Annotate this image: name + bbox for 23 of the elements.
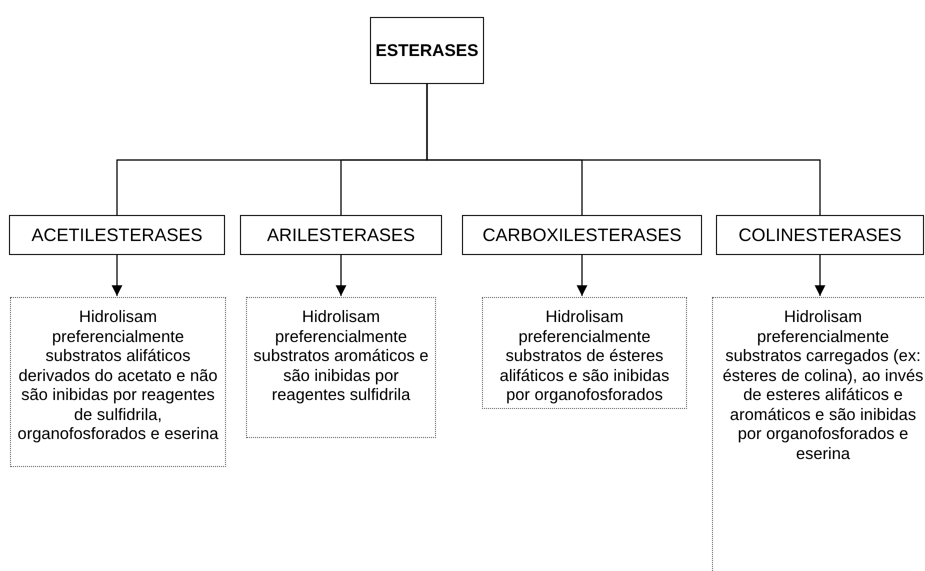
description-box — [246, 297, 436, 438]
category-box — [462, 215, 702, 255]
node-label: Hidrolisam preferencialmente substratos alifáticos derivados do acetato e não são inibidas por reagentes de sulfidrila, organofosforados e eserina — [17, 308, 219, 444]
arrow — [336, 255, 346, 296]
description-box — [482, 297, 687, 409]
node-label: Hidrolisam preferencialmente substratos aromáticos e são inibidas por reagentes sulfidrila — [253, 308, 429, 406]
category-box — [9, 215, 225, 255]
node-label: ESTERASES — [376, 40, 478, 60]
node-label: CARBOXILESTERASES — [482, 224, 682, 246]
arrow — [814, 255, 826, 296]
category-box — [716, 215, 924, 255]
category-box — [240, 215, 442, 255]
node-label: Hidrolisam preferencialmente substratos carregados (ex: ésteres de colina), ao invés de esteres alifáticos e aromáticos e são inibidas por organofosforados e eserina — [722, 308, 924, 464]
root-box — [370, 17, 484, 84]
node-label: Hidrolisam preferencialmente substratos de ésteres alifáticos e são inibidas por organofosforados — [498, 308, 670, 406]
tree-connector — [426, 84, 821, 215]
arrow — [112, 255, 122, 296]
description-box — [10, 297, 226, 467]
arrow — [576, 255, 588, 296]
description-box — [712, 297, 925, 571]
node-label: ACETILESTERASES — [31, 224, 203, 246]
node-label: COLINESTERASES — [738, 224, 902, 246]
node-label: ARILESTERASES — [266, 224, 416, 246]
